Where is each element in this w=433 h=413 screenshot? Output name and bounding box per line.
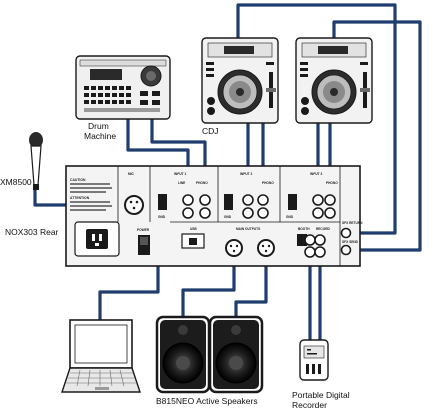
booth-label: BOOTH [298,227,310,231]
mixer-rear-panel: CAUTION ATTENTION POWER MIC [65,165,363,267]
caution-block: CAUTION ATTENTION [70,178,112,211]
microphone [29,132,43,190]
input-1-line-label: LINE [178,181,185,185]
cdj-1-cue-button [207,107,215,115]
drum-machine-display [90,69,122,80]
drum-machine-label-line1: Drum [88,121,109,131]
cdj-2-play-button [301,97,309,105]
recorder-label-line1: Portable Digital [292,390,350,400]
mixer-rear-label: NOX303 Rear [5,227,59,237]
laptop-screen [74,324,128,364]
power-inlet [74,221,120,257]
input-1-phono-label: PHONO [196,181,208,185]
sfx-send-label: SFX SEND [342,240,359,244]
usb-label: USB [190,227,197,231]
power-switch: POWER [137,228,150,255]
cdj-label: CDJ [202,126,219,136]
main-outputs-label: MAIN OUTPUTS [236,227,260,231]
mic-input-label: MIC [128,172,135,176]
cable-cdj2-loop [332,20,422,252]
drum-machine [75,55,171,120]
power-label: POWER [137,228,150,232]
cdj-2-display [318,46,348,54]
usb-port: USB [181,227,205,249]
input-3: INPUT 3 PHONO GND [286,172,338,219]
input-2: INPUT 2 PHONO GND [224,172,274,219]
cable-main-left [181,260,236,320]
caution-text: CAUTION [70,178,86,182]
sfx-jacks: SFX RETURN SFX SEND [340,221,363,256]
drum-machine-label-line2: Machine [84,131,117,141]
input-1-label: INPUT 1 [174,172,186,176]
input-1: INPUT 1 LINE PHONO GND [158,172,211,219]
attention-text: ATTENTION [70,196,90,200]
cdj-2-cue-button [301,107,309,115]
laptop-keyboard [66,369,137,387]
main-outputs: MAIN OUTPUTS [225,227,275,257]
cdj-1-play-button [207,97,215,105]
speaker-left [155,315,211,394]
cdj-1 [201,37,279,124]
cable-main-right [234,260,268,320]
cable-cdj1-loop [236,3,397,235]
input-2-label: INPUT 2 [240,172,252,176]
input-2-gnd-label: GND [224,215,232,219]
input-3-gnd-label: GND [286,215,294,219]
cdj-1-display [224,46,254,54]
sfx-return-label: SFX RETURN [342,221,363,225]
input-2-phono-label: PHONO [262,181,274,185]
recorder-display [303,345,325,359]
microphone-grille [29,132,43,148]
input-1-gnd-label: GND [158,215,166,219]
recorder-label-line2: Recorder [292,400,327,410]
input-3-label: INPUT 3 [310,172,322,176]
portable-recorder [299,339,329,381]
record-label: RECORD [316,227,331,231]
mic-input: MIC [124,172,144,215]
cdj-2 [295,37,373,124]
drum-machine-pads [84,86,160,112]
input-3-phono-label: PHONO [326,181,338,185]
speaker-right [208,315,264,394]
booth-record-outputs: BOOTH RECORD [297,227,331,258]
laptop [61,319,141,393]
speakers-label: B815NEO Active Speakers [156,396,258,406]
microphone-label: XM8500 [0,177,32,187]
